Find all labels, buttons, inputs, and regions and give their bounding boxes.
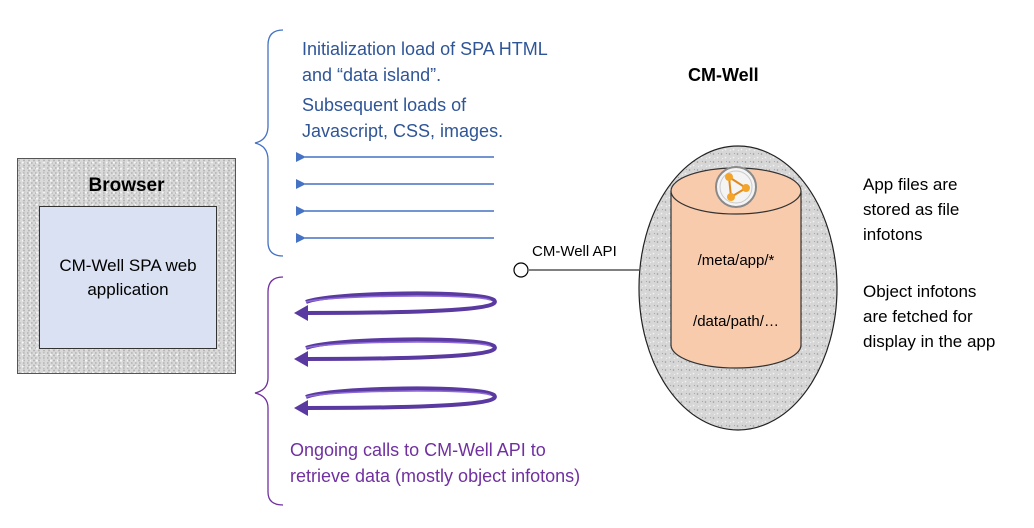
object-infotons-note-line3: display in the app xyxy=(863,332,996,351)
api-label: CM-Well API xyxy=(532,243,617,260)
load-note-line2: and “data island”. xyxy=(302,65,442,85)
ongoing-note-line2: retrieve data (mostly object infotons) xyxy=(290,466,581,486)
ongoing-note: Ongoing calls to CM-Well API to retrieve… xyxy=(290,437,580,489)
object-infotons-note-line2: are fetched for xyxy=(863,307,973,326)
api-call-arrow xyxy=(294,337,497,367)
path-data: /data/path/… xyxy=(693,313,779,330)
load-note: Initialization load of SPA HTML and “dat… xyxy=(302,36,548,88)
storage-cylinder xyxy=(670,167,802,369)
api-call-arrow xyxy=(294,291,497,321)
object-infotons-note: Object infotons are fetched for display … xyxy=(863,279,995,354)
app-files-note: App files are stored as file infotons xyxy=(863,172,959,247)
spa-app-label-line2: application xyxy=(87,279,169,299)
graph-logo-icon xyxy=(715,166,757,208)
load-note-subsequent: Subsequent loads of Javascript, CSS, ima… xyxy=(302,92,503,144)
api-call-arrows xyxy=(294,291,497,416)
object-infotons-note-line1: Object infotons xyxy=(863,282,977,301)
api-call-arrow xyxy=(294,386,497,416)
load-arrows xyxy=(296,152,494,243)
load-note-line4: Javascript, CSS, images. xyxy=(302,121,504,141)
browser-box: Browser CM-Well SPA web application xyxy=(17,158,236,374)
ongoing-brace xyxy=(254,276,284,506)
cmwell-title: CM-Well xyxy=(688,65,759,85)
app-files-note-line1: App files are xyxy=(863,175,958,194)
spa-app-label-line1: CM-Well SPA web xyxy=(59,255,197,275)
api-endpoint-icon xyxy=(513,262,529,278)
app-files-note-line3: infotons xyxy=(863,225,923,244)
spa-app-box: CM-Well SPA web application xyxy=(39,206,217,349)
browser-title: Browser xyxy=(88,175,165,196)
app-files-note-line2: stored as file xyxy=(863,200,960,219)
ongoing-note-line1: Ongoing calls to CM-Well API to xyxy=(290,440,546,460)
load-note-line1: Initialization load of SPA HTML xyxy=(302,39,548,59)
path-app: /meta/app/* xyxy=(697,252,775,269)
load-note-line3: Subsequent loads of xyxy=(302,95,467,115)
load-brace xyxy=(254,29,284,257)
